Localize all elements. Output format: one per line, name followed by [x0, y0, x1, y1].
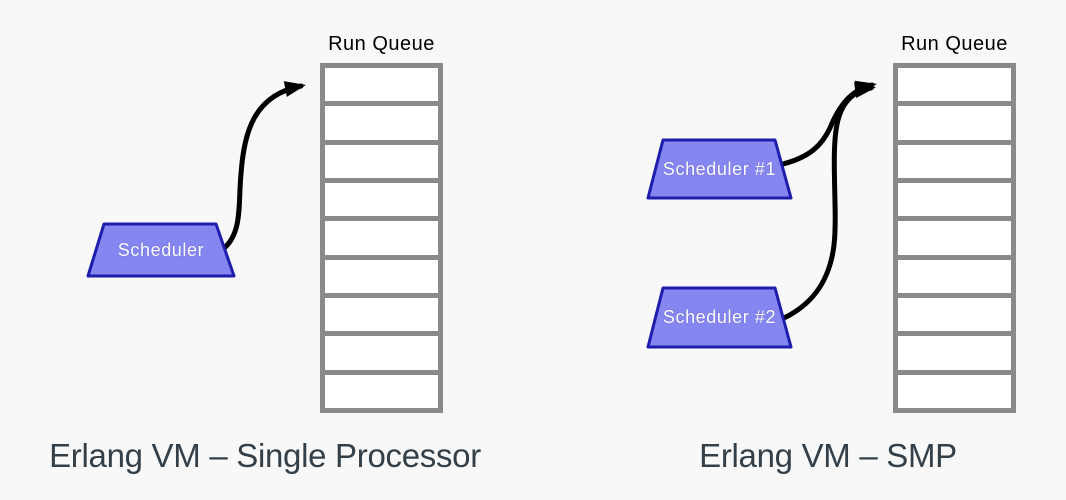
scheduler-label: Scheduler: [117, 240, 205, 260]
right-diagram-caption: Erlang VM – SMP: [699, 437, 957, 474]
run-queue: [320, 63, 443, 413]
queue-cell: [325, 182, 438, 217]
queue-cell: [898, 297, 1011, 332]
queue-cell: [325, 106, 438, 140]
queue-cell: [898, 221, 1011, 255]
queue-cell: [898, 374, 1011, 408]
queue-cell: [325, 144, 438, 178]
queue-cell: [325, 374, 438, 408]
queue-cell: [898, 336, 1011, 370]
queue-cell: [325, 221, 438, 255]
run-queue: [893, 63, 1016, 413]
scheduler-2-label: Scheduler #2: [662, 307, 777, 327]
queue-cell: [325, 259, 438, 293]
queue-cell: [898, 259, 1011, 293]
queue-cell: [898, 182, 1011, 217]
run-queue-label: Run Queue: [328, 33, 435, 55]
arrow-scheduler2-to-queue: [781, 82, 876, 321]
run-queue-label: Run Queue: [901, 33, 1008, 55]
left-diagram-caption: Erlang VM – Single Processor: [49, 437, 481, 474]
scheduler-1-label: Scheduler #1: [662, 158, 777, 179]
queue-cell: [325, 68, 438, 102]
queue-cell: [898, 68, 1011, 102]
queue-cell: [898, 106, 1011, 140]
queue-cell: [325, 336, 438, 370]
queue-cell: [898, 144, 1011, 178]
queue-cell: [325, 297, 438, 332]
arrow-scheduler1-to-queue: [780, 80, 877, 167]
